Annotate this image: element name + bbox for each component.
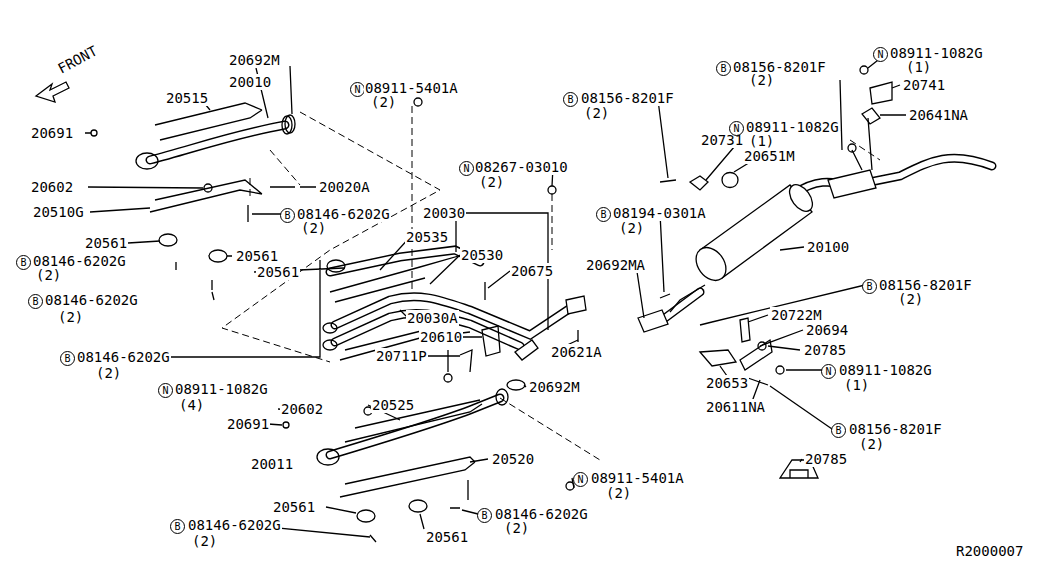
callout-number: (2) <box>191 533 218 549</box>
callout-number: (2) <box>748 72 775 88</box>
callout-number: 20602 <box>280 401 324 417</box>
circled-letter: N <box>729 121 744 136</box>
callout-number: 20535 <box>405 229 449 245</box>
callout-number: 08911-1082G <box>838 362 933 378</box>
callout-number: 20030 <box>422 205 466 221</box>
callout-number: (2) <box>605 485 632 501</box>
callout-number: 20561 <box>256 264 300 280</box>
callout-number: 20691 <box>226 416 270 432</box>
circled-letter: N <box>821 364 836 379</box>
callout-number: 20722M <box>770 307 823 323</box>
callout-number: 20520 <box>491 451 535 467</box>
circled-letter: B <box>280 208 295 223</box>
callout-number: 20692MA <box>585 257 646 273</box>
callout-number: 20510G <box>32 204 85 220</box>
callout-number: 20785 <box>803 342 847 358</box>
callout-number: 20692M <box>228 52 281 68</box>
circled-letter: B <box>60 351 75 366</box>
callout-number: 20675 <box>510 263 554 279</box>
circled-letter: B <box>563 92 578 107</box>
callout-number: (2) <box>35 267 62 283</box>
callout-number: 20100 <box>806 239 850 255</box>
circled-letter: B <box>716 61 731 76</box>
callout-number: (2) <box>95 365 122 381</box>
callout-number: (2) <box>858 436 885 452</box>
callout-number: 20561 <box>235 248 279 264</box>
callout-number: 20651M <box>743 148 796 164</box>
callout-number: 20011 <box>250 456 294 472</box>
callout-number: 08156-8201F <box>732 59 827 75</box>
callout-number: 20525 <box>371 397 415 413</box>
circled-letter: N <box>873 47 888 62</box>
callout-number: 20561 <box>272 499 316 515</box>
callout-number: 08267-03010 <box>474 159 569 175</box>
callout-number: 20530 <box>460 247 504 263</box>
callout-number: 20030A <box>406 310 459 326</box>
callout-number: (4) <box>178 397 205 413</box>
circled-letter: B <box>596 207 611 222</box>
callout-number: 08146-6202G <box>187 517 282 533</box>
callout-number: 20653 <box>705 375 749 391</box>
callout-number: 20691 <box>30 125 74 141</box>
circled-letter: B <box>28 294 43 309</box>
callout-number: (2) <box>300 220 327 236</box>
callout-number: 20561 <box>84 235 128 251</box>
callout-number: 20010 <box>228 74 272 90</box>
callout-number: (2) <box>583 105 610 121</box>
circled-letter: B <box>16 255 31 270</box>
callout-number: (1) <box>843 377 870 393</box>
circled-letter: B <box>170 519 185 534</box>
circled-letter: N <box>350 82 365 97</box>
circled-letter: B <box>862 279 877 294</box>
callout-number: 08911-1082G <box>889 45 984 61</box>
callout-number: 08146-6202G <box>76 349 171 365</box>
circled-letter: B <box>831 423 846 438</box>
callout-number: 20694 <box>805 322 849 338</box>
callout-number: 20711P <box>375 348 428 364</box>
callout-number: 08156-8201F <box>878 277 973 293</box>
callout-number: 20785 <box>804 451 848 467</box>
callout-number: (2) <box>897 291 924 307</box>
callout-number: R2000007 <box>955 543 1024 559</box>
callout-number: 20641NA <box>908 107 969 123</box>
callout-number: (1) <box>905 59 932 75</box>
callout-number: 20515 <box>165 90 209 106</box>
callout-number: 20602 <box>30 179 74 195</box>
callout-number: 20561 <box>425 529 469 545</box>
callout-number: 08911-1082G <box>174 381 269 397</box>
circled-letter: N <box>158 383 173 398</box>
callout-number: 20610 <box>419 329 463 345</box>
circled-letter: N <box>573 472 588 487</box>
circled-letter: N <box>459 161 474 176</box>
callout-number: (2) <box>618 220 645 236</box>
direction-label: FRONT <box>54 42 100 77</box>
callout-number: 20741 <box>902 77 946 93</box>
callout-number: 08146-6202G <box>44 292 139 308</box>
callout-number: (2) <box>370 94 397 110</box>
callout-number: 08911-5401A <box>590 470 685 486</box>
callout-number: 08194-0301A <box>612 205 707 221</box>
callout-number: 20621A <box>550 344 603 360</box>
callout-number: 08156-8201F <box>848 421 943 437</box>
circled-letter: B <box>477 508 492 523</box>
callout-number: (1) <box>748 133 775 149</box>
callout-number: 20692M <box>528 379 581 395</box>
callout-number: (2) <box>478 174 505 190</box>
callout-number: (2) <box>57 309 84 325</box>
callout-number: (2) <box>503 520 530 536</box>
callout-number: 20020A <box>318 179 371 195</box>
callout-number: 08156-8201F <box>580 90 675 106</box>
callout-number: 20611NA <box>705 399 766 415</box>
